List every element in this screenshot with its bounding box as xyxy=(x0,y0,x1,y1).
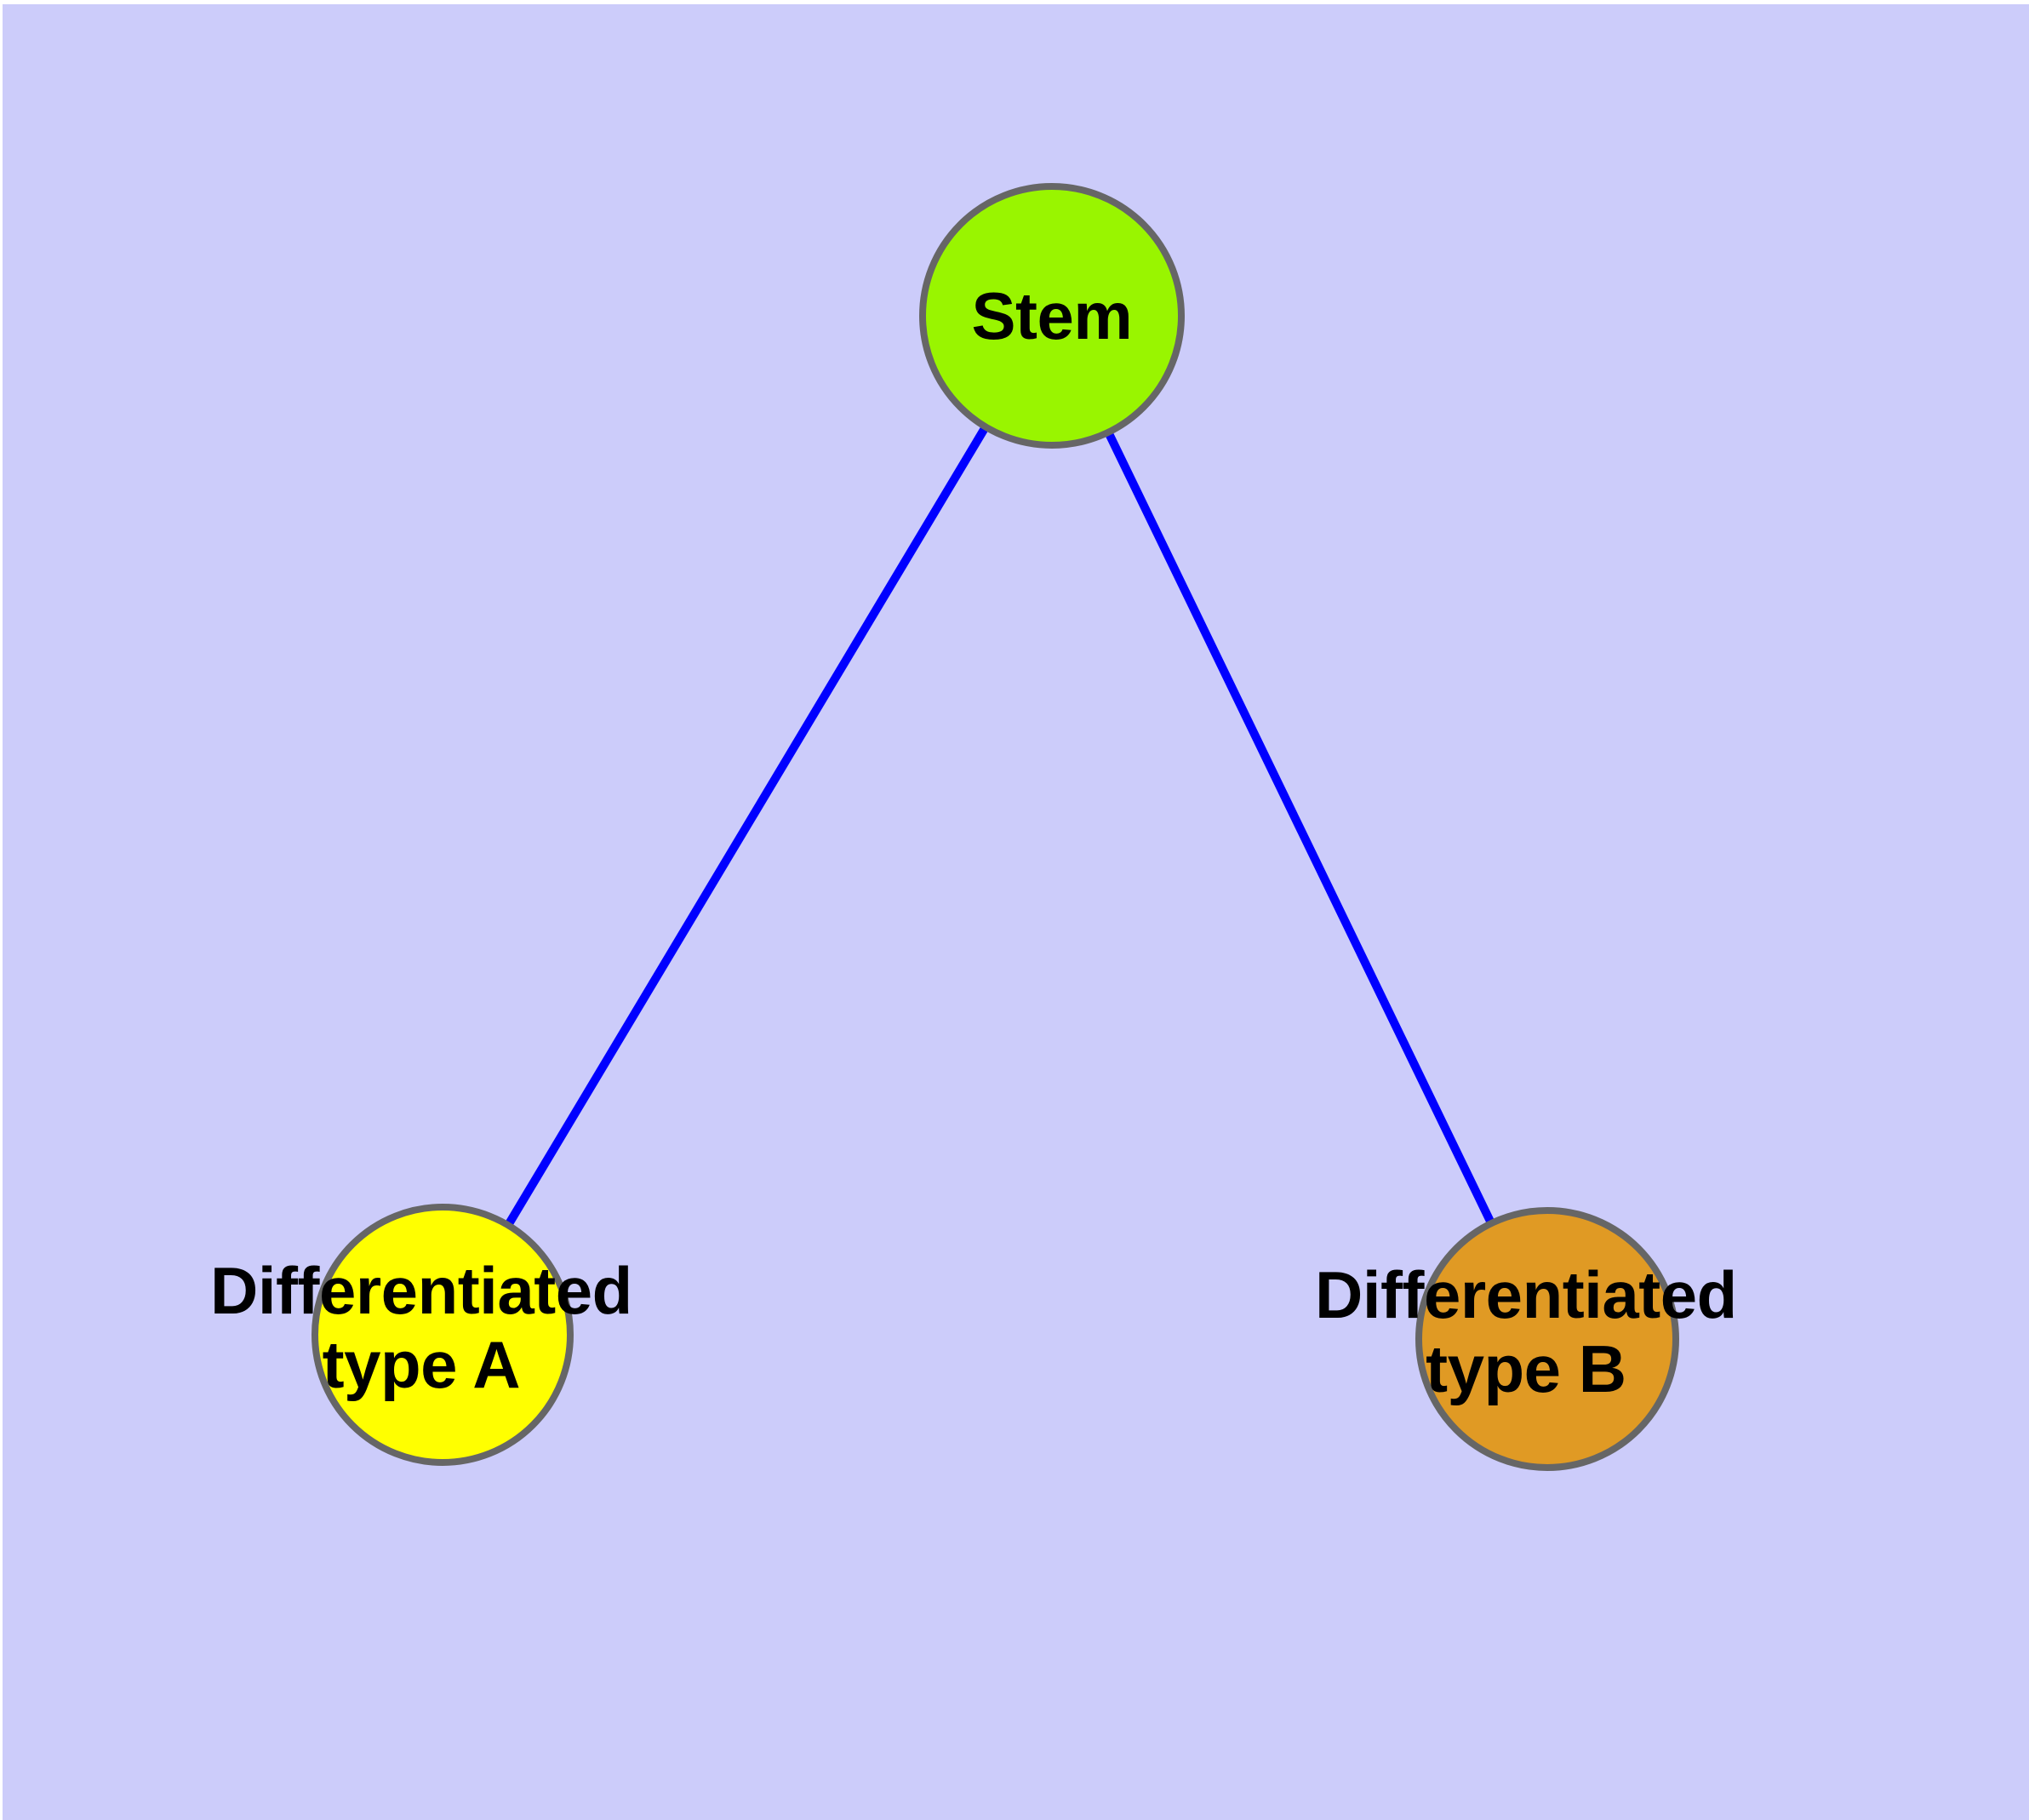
node-circle-diff_b[interactable] xyxy=(1415,1207,1679,1471)
edges-group xyxy=(438,313,1552,1342)
edge-stem-diff-b[interactable] xyxy=(1048,313,1552,1342)
node-circle-diff_a[interactable] xyxy=(311,1204,574,1466)
edge-stem-diff-a[interactable] xyxy=(438,313,1056,1337)
nodes-group xyxy=(311,183,1679,1471)
node-circle-stem[interactable] xyxy=(919,183,1185,449)
